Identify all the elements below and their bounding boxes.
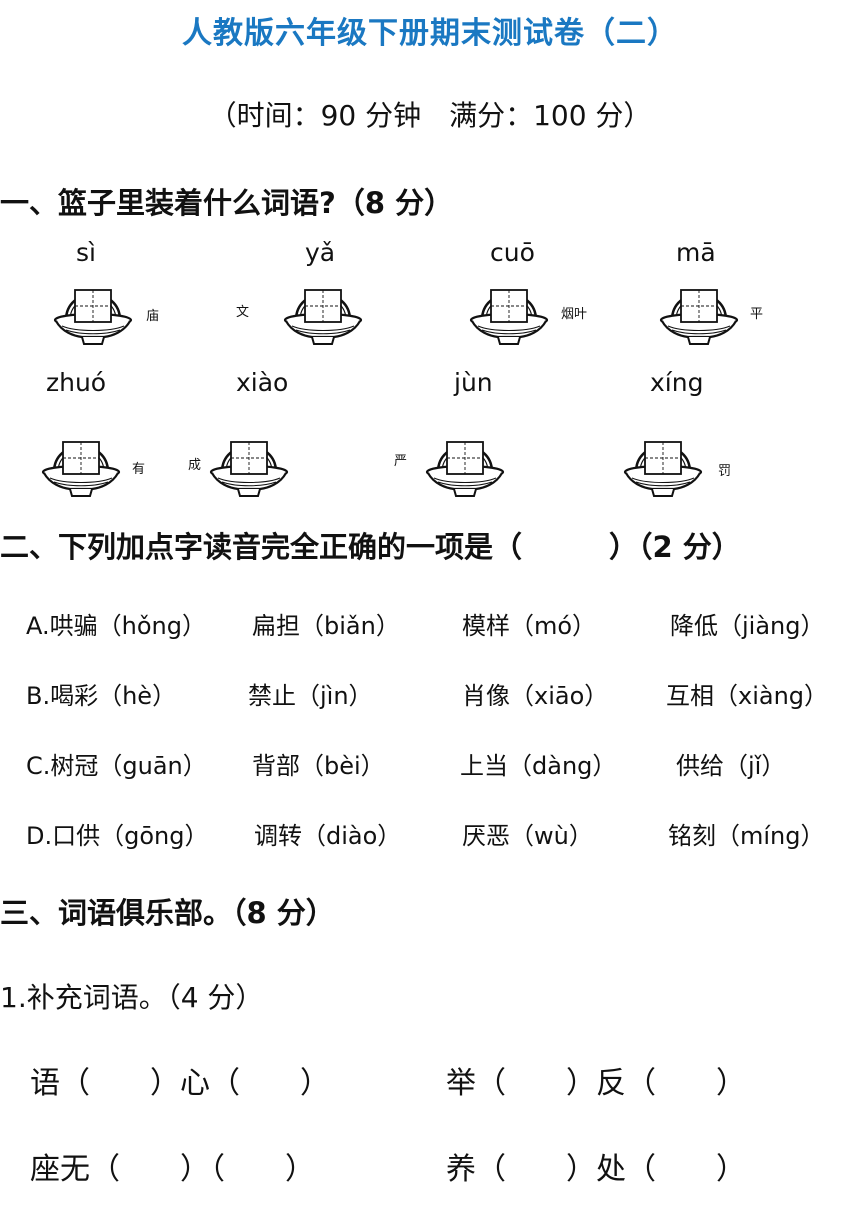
section2-heading: 二、下列加点字读音完全正确的一项是（ ）（2 分）: [0, 530, 741, 564]
pinyin-1: sì: [76, 238, 96, 267]
option-d-1: D.口供（gōng）: [26, 822, 209, 850]
fill-blank-line: 语（ ）心（ ）: [30, 1066, 330, 1101]
option-a-1: A.哄骗（hǒng）: [26, 612, 206, 640]
option-b-3: 肖像（xiāo）: [462, 682, 609, 710]
basket-icon: [425, 440, 505, 498]
pinyin-8: xíng: [650, 368, 704, 397]
option-d-4: 铭刻（míng）: [668, 822, 825, 850]
fill-blank-line: 座无（ ）（ ）: [30, 1152, 315, 1187]
pinyin-4: mā: [676, 238, 716, 267]
hint-3: 烟叶: [561, 307, 588, 322]
option-b-4: 互相（xiàng）: [666, 682, 829, 710]
option-b-2: 禁止（jìn）: [248, 682, 373, 710]
section3-sub1: 1.补充词语。（4 分）: [0, 981, 264, 1014]
pinyin-2: yǎ: [305, 238, 336, 267]
pinyin-7: jùn: [454, 368, 493, 397]
pinyin-3: cuō: [490, 238, 535, 267]
pinyin-6: xiào: [236, 368, 289, 397]
basket-icon: [659, 288, 739, 346]
option-a-2: 扁担（biǎn）: [252, 612, 400, 640]
section1-heading: 一、篮子里装着什么词语?（8 分）: [0, 186, 454, 220]
hint-8: 罚: [718, 464, 732, 479]
hint-5: 有: [132, 462, 146, 477]
basket-icon: [623, 440, 703, 498]
fill-blank-line: 养（ ）处（ ）: [446, 1152, 746, 1187]
hint-4: 平: [750, 307, 764, 322]
option-a-3: 模样（mó）: [462, 612, 597, 640]
pinyin-5: zhuó: [46, 368, 107, 397]
option-a-4: 降低（jiàng）: [670, 612, 825, 640]
section3-heading: 三、词语俱乐部。（8 分）: [0, 896, 335, 930]
hint-1: 庙: [146, 309, 160, 324]
option-d-2: 调转（diào）: [254, 822, 402, 850]
page-subtitle: （时间：90 分钟 满分：100 分）: [208, 99, 652, 132]
option-b-1: B.喝彩（hè）: [26, 682, 177, 710]
basket-icon: [209, 440, 289, 498]
option-c-1: C.树冠（guān）: [26, 752, 207, 780]
option-c-4: 供给（jǐ）: [676, 752, 786, 780]
option-c-2: 背部（bèi）: [252, 752, 385, 780]
basket-icon: [283, 288, 363, 346]
option-d-3: 厌恶（wù）: [462, 822, 593, 850]
page-title: 人教版六年级下册期末测试卷（二）: [182, 16, 678, 51]
hint-6: 成: [188, 458, 202, 473]
basket-icon: [41, 440, 121, 498]
fill-blank-line: 举（ ）反（ ）: [446, 1066, 746, 1101]
hint-2: 文: [236, 305, 250, 320]
basket-icon: [53, 288, 133, 346]
option-c-3: 上当（dàng）: [460, 752, 617, 780]
hint-7: 严: [394, 454, 408, 469]
basket-icon: [469, 288, 549, 346]
